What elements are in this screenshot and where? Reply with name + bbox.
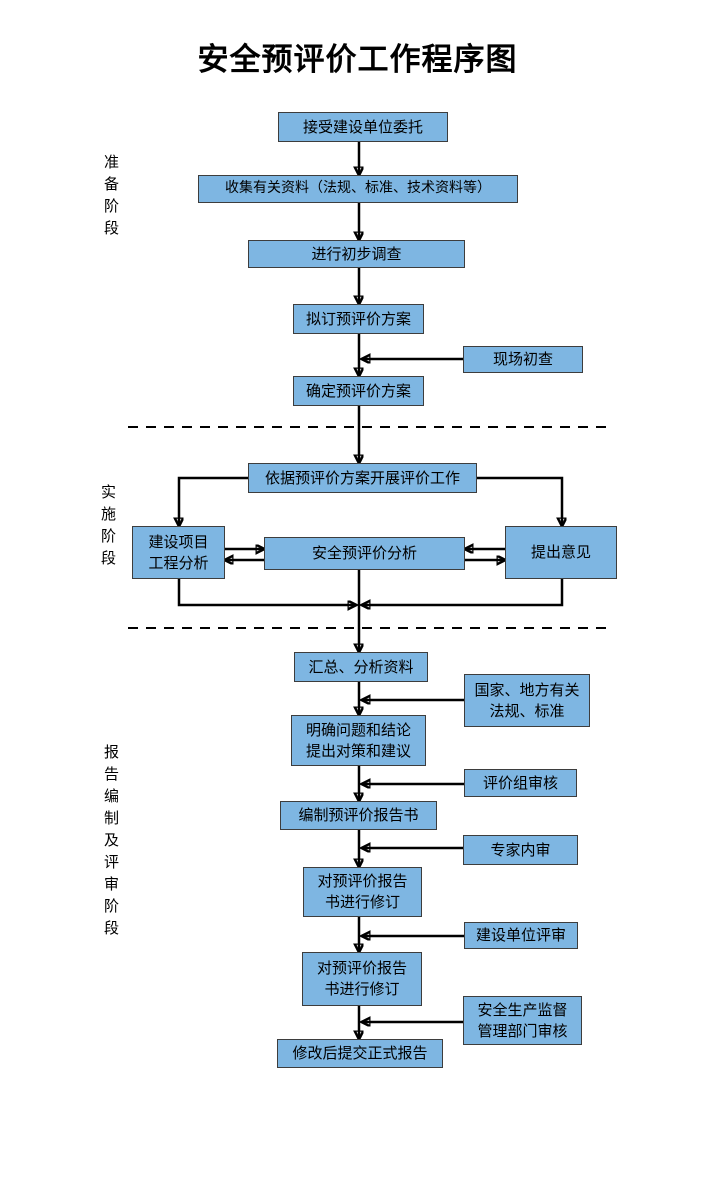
- node-evaluation-team-review: 评价组审核: [464, 769, 577, 797]
- node-collect-materials: 收集有关资料（法规、标准、技术资料等）: [198, 175, 518, 203]
- node-carry-out-evaluation: 依据预评价方案开展评价工作: [248, 463, 477, 493]
- stage-label-implementation: 实施阶段: [100, 483, 116, 567]
- node-propose-opinions: 提出意见: [505, 526, 617, 579]
- stage-label-preparation: 准备阶段: [103, 153, 119, 237]
- node-draft-preevaluation-plan: 拟订预评价方案: [293, 304, 424, 334]
- node-construction-unit-review: 建设单位评审: [464, 922, 578, 949]
- node-project-engineering-analysis: 建设项目 工程分析: [132, 526, 225, 579]
- node-safety-preevaluation-analysis: 安全预评价分析: [264, 537, 465, 570]
- node-compile-preevaluation-report: 编制预评价报告书: [280, 801, 437, 830]
- node-accept-commission: 接受建设单位委托: [278, 112, 448, 142]
- node-confirm-preevaluation-plan: 确定预评价方案: [293, 376, 424, 406]
- node-safety-supervision-dept-review: 安全生产监督 管理部门审核: [463, 996, 582, 1045]
- node-summarize-analyze-data: 汇总、分析资料: [294, 652, 428, 682]
- diagram-title: 安全预评价工作程序图: [197, 42, 518, 78]
- stage-label-report-compile-review: 报告编制及评审阶段: [103, 743, 119, 937]
- node-revise-report-1: 对预评价报告 书进行修订: [303, 867, 422, 917]
- node-expert-internal-review: 专家内审: [463, 835, 578, 865]
- node-site-initial-survey: 现场初查: [463, 346, 583, 373]
- node-revise-report-2: 对预评价报告 书进行修订: [302, 952, 422, 1006]
- node-submit-final-report: 修改后提交正式报告: [277, 1039, 443, 1068]
- node-preliminary-survey: 进行初步调查: [248, 240, 465, 268]
- node-national-local-regulations: 国家、地方有关 法规、标准: [464, 674, 590, 727]
- node-clarify-problems-conclusions: 明确问题和结论 提出对策和建议: [291, 715, 426, 766]
